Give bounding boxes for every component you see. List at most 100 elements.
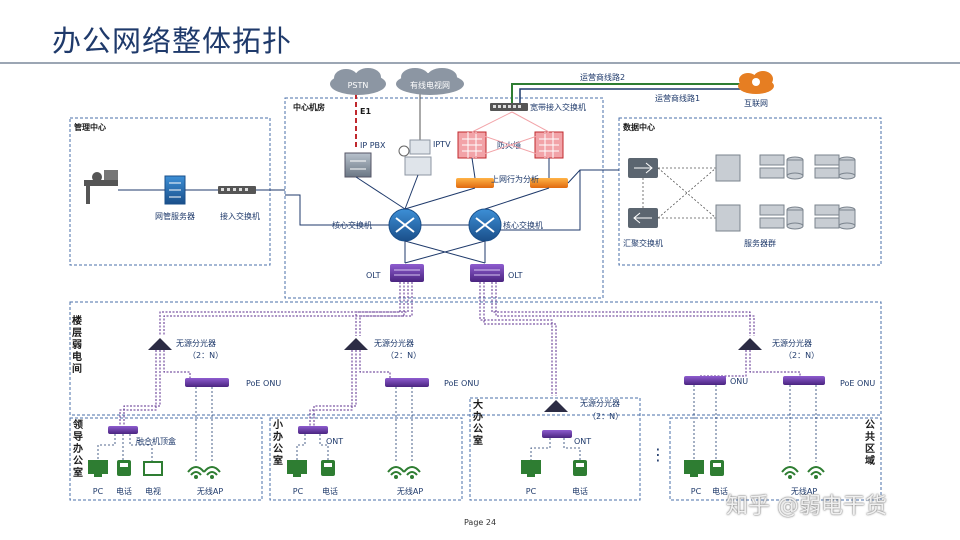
pc-icon (88, 460, 108, 477)
server-group-label: 服务器群 (744, 238, 776, 248)
datacenter-region (618, 117, 882, 266)
pc-label: PC (293, 487, 304, 496)
nms-server-label: 网管服务器 (155, 211, 195, 221)
title-divider (0, 62, 960, 64)
ont-large-icon (542, 430, 572, 438)
iptv-label: IPTV (433, 140, 451, 149)
agg-switch-label: 汇聚交换机 (623, 238, 663, 248)
carrier2-label: 运营商线路2 (580, 72, 625, 82)
core-switch-right-label: 核心交换机 (503, 220, 543, 230)
broadband-switch-icon (490, 103, 528, 111)
olt-right-label: OLT (508, 271, 523, 280)
onu-public-label: ONU (730, 377, 748, 386)
large-office-region (469, 397, 641, 501)
ap-label: 无线AP (197, 486, 223, 496)
splitter-2-icon (344, 338, 368, 350)
public-area-region (669, 417, 882, 501)
pstn-cloud: PSTN (330, 68, 386, 95)
ont-large-label: ONT (574, 437, 591, 446)
small-office-region (269, 417, 463, 501)
ip-pbx-icon (344, 152, 372, 178)
ont-small-label: ONT (326, 437, 343, 446)
phone-label: 电话 (116, 486, 132, 496)
access-switch-icon (218, 186, 256, 194)
poe-onu-2-label: PoE ONU (444, 379, 479, 388)
agg-switch-top-icon (628, 158, 658, 178)
splitter-1-label: 无源分光器 (176, 338, 216, 348)
ont-small-icon (298, 426, 328, 434)
wifi-ap-icon (203, 466, 221, 479)
more-offices-ellipsis: ⋮ (650, 445, 666, 464)
large-label-stack: 大办公室 (473, 400, 483, 447)
wifi-ap-icon (187, 466, 205, 479)
phone-icon (573, 460, 587, 476)
cable-tv-cloud: 有线电视网 (396, 68, 464, 95)
access-switch-label: 接入交换机 (220, 211, 260, 221)
poe-onu-public-icon (783, 376, 825, 385)
internet-cloud-icon (738, 71, 774, 94)
pc-icon (684, 460, 704, 477)
olt-left-icon (390, 264, 424, 282)
splitter-3-icon (544, 400, 568, 412)
phone-icon (117, 460, 131, 476)
pc-label: PC (526, 487, 537, 496)
floor-region (69, 301, 882, 416)
wifi-ap-icon (387, 466, 405, 479)
core-switch-right-icon (468, 208, 502, 242)
olt-right-icon (470, 264, 504, 282)
firewall-right-icon (534, 131, 564, 159)
leader-office-region (69, 417, 263, 501)
page-title: 办公网络整体拓扑 (52, 24, 293, 58)
iptv-server-icon (398, 139, 432, 176)
firewall-left-icon (457, 131, 487, 159)
behavior-analysis-right-icon (530, 178, 568, 188)
center-room-region (284, 97, 604, 299)
carrier1-label: 运营商线路1 (655, 93, 700, 103)
ip-pbx-label: IP PBX (360, 141, 386, 150)
ap-label: 无线AP (791, 486, 817, 496)
agg-switch-bottom-icon (628, 208, 658, 228)
datacenter-label: 数据中心 (623, 122, 655, 132)
tv-label: 电视 (145, 486, 161, 496)
mgmt-center-region (69, 117, 271, 266)
poe-onu-1-label: PoE ONU (246, 379, 281, 388)
splitter-4-label: 无源分光器 (772, 338, 812, 348)
behavior-analysis-label: 上网行为分析 (491, 174, 539, 184)
mgmt-center-label: 管理中心 (74, 122, 106, 132)
svg-text:有线电视网: 有线电视网 (410, 80, 450, 90)
nms-server-icon (164, 175, 186, 205)
server-group-icon (715, 154, 856, 232)
phone-label: 电话 (572, 486, 588, 496)
olt-left-label: OLT (366, 271, 381, 280)
splitter-2-ratio: （2：N） (386, 351, 421, 360)
admin-workstation-icon (84, 170, 118, 204)
fusion-box-label: 融合机顶盒 (136, 436, 176, 446)
behavior-analysis-left-icon (456, 178, 494, 188)
pc-icon (521, 460, 541, 477)
phone-label: 电话 (322, 486, 338, 496)
leader-label-stack: 领导办公室 (73, 420, 83, 479)
carrier-line-1 (519, 88, 746, 104)
phone-icon (710, 460, 724, 476)
ap-label: 无线AP (397, 486, 423, 496)
svg-text:PSTN: PSTN (348, 81, 369, 90)
wifi-ap-icon (807, 466, 825, 479)
splitter-2-label: 无源分光器 (374, 338, 414, 348)
splitter-1-ratio: （2：N） (188, 351, 223, 360)
core-switch-left-icon (388, 208, 422, 242)
carrier-line-2 (511, 83, 740, 104)
poe-onu-1-icon (185, 378, 229, 387)
watermark: 知乎 @弱电干货 (726, 494, 887, 519)
phone-label: 电话 (712, 486, 728, 496)
pc-icon (287, 460, 307, 477)
onu-public-icon (684, 376, 726, 385)
splitter-4-icon (738, 338, 762, 350)
pc-label: PC (691, 487, 702, 496)
wifi-ap-icon (403, 466, 421, 479)
splitter-3-label: 无源分光器 (580, 398, 620, 408)
internet-label: 互联网 (744, 99, 768, 108)
broadband-switch-label: 宽带接入交换机 (530, 102, 586, 112)
poe-onu-2-icon (385, 378, 429, 387)
fiber-links (119, 282, 801, 426)
center-wiring (256, 157, 619, 264)
